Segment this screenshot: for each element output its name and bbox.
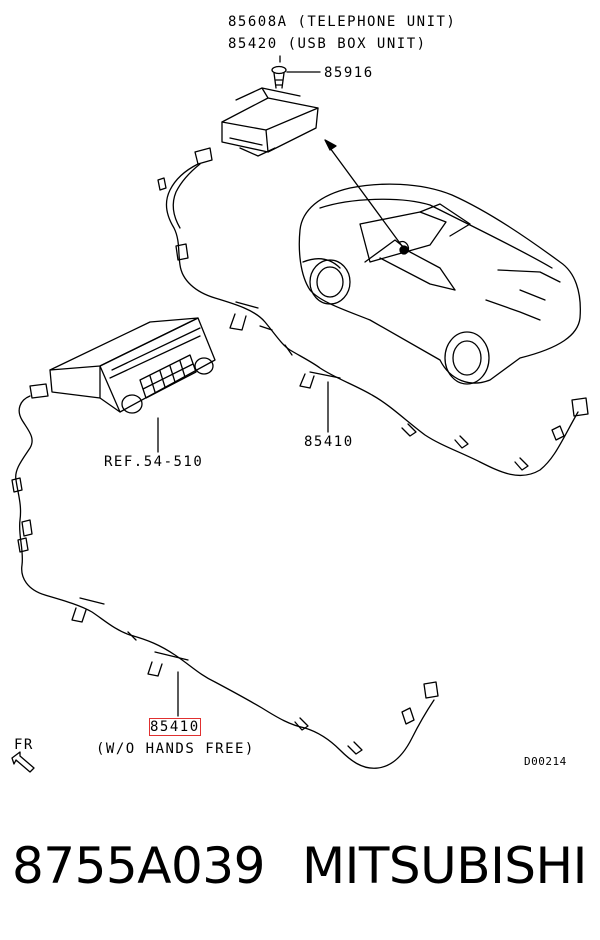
label-ref-audio: REF.54-510 <box>104 454 204 470</box>
label-usb-box-unit: 85420 (USB BOX UNIT) <box>228 36 427 52</box>
audio-head-unit <box>49 317 216 414</box>
label-front-marker: FR <box>14 737 34 753</box>
diagram-code: D00214 <box>524 755 567 768</box>
label-screw: 85916 <box>324 65 374 81</box>
front-direction-arrow-icon <box>11 751 35 773</box>
label-harness-lower: 85410 <box>149 718 201 736</box>
location-arrow <box>324 139 403 247</box>
vehicle-outline <box>298 183 581 385</box>
part-number: 8755A039 <box>12 837 265 895</box>
label-harness-upper: 85410 <box>304 434 354 450</box>
label-telephone-unit: 85608A (TELEPHONE UNIT) <box>228 14 457 30</box>
harness-upper <box>157 147 589 477</box>
label-harness-lower-note: (W/O HANDS FREE) <box>96 741 255 757</box>
screw-icon <box>271 65 321 89</box>
brand-name: MITSUBISHI <box>302 837 587 895</box>
harness-lower <box>11 383 439 769</box>
telephone-unit-box <box>221 87 319 157</box>
